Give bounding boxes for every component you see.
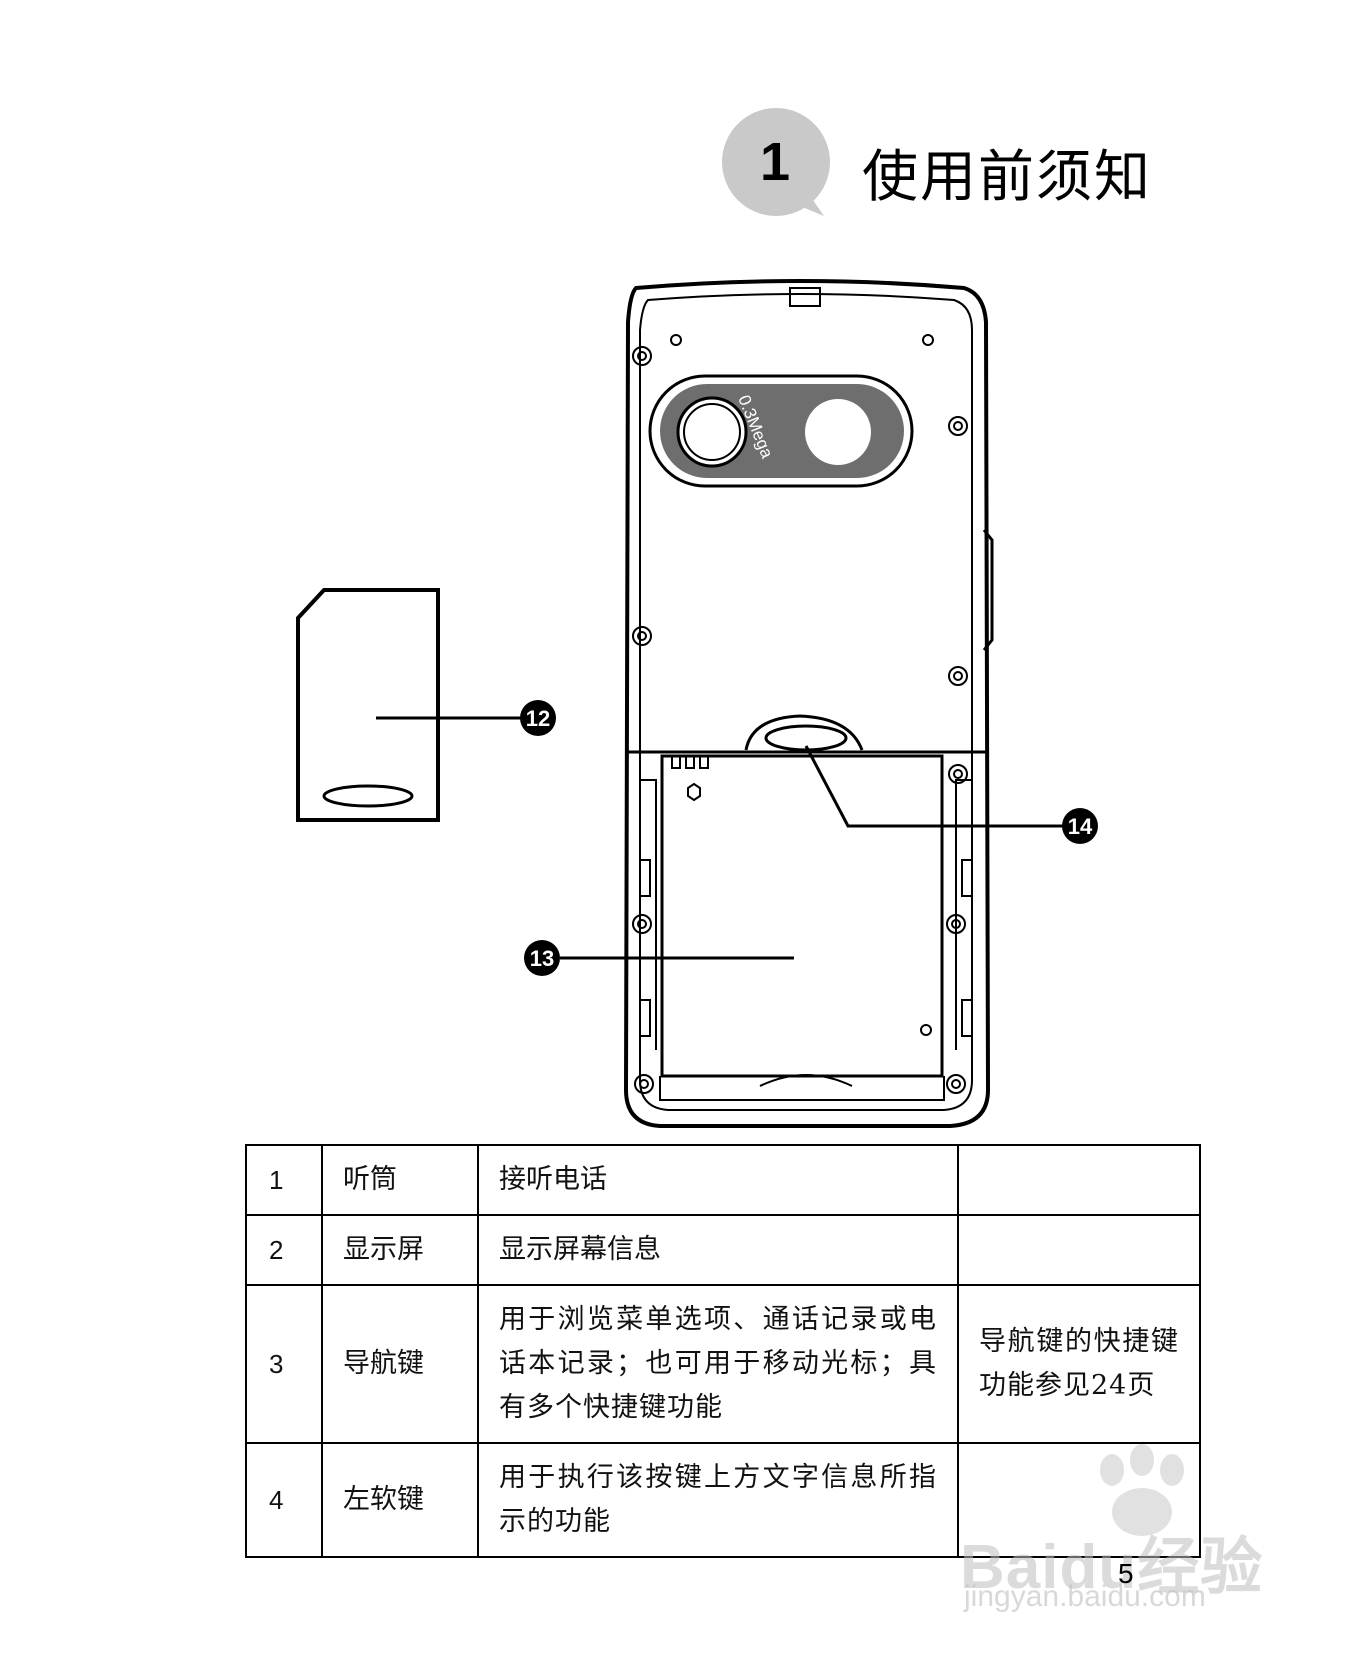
- svg-text:12: 12: [526, 706, 550, 731]
- table-row: 2 显示屏 显示屏幕信息: [245, 1214, 1201, 1286]
- table-row: 1 听筒 接听电话: [245, 1144, 1201, 1216]
- part-number: 1: [245, 1144, 323, 1216]
- chapter-number: 1: [759, 132, 791, 192]
- part-name: 显示屏: [321, 1214, 479, 1286]
- part-description: 用于浏览菜单选项、通话记录或电话本记录；也可用于移动光标；具有多个快捷键功能: [477, 1284, 959, 1444]
- part-description: 显示屏幕信息: [477, 1214, 959, 1286]
- callout-lines: [376, 716, 1064, 960]
- sim-card: [296, 588, 440, 822]
- callout-12: 12: [520, 700, 556, 736]
- phone-body: [623, 279, 994, 1128]
- chapter-title: 使用前须知: [862, 145, 1152, 210]
- part-number: 4: [245, 1442, 323, 1558]
- chapter-header: 1 使用前须知: [720, 106, 1280, 246]
- camera-label: 0.3Mega: [734, 392, 777, 461]
- part-number: 3: [245, 1284, 323, 1444]
- chapter-bubble-icon: [722, 108, 830, 216]
- part-note: 导航键的快捷键功能参见24页: [957, 1284, 1201, 1444]
- page-number: 5: [1118, 1558, 1134, 1589]
- part-note: [957, 1144, 1201, 1216]
- part-number: 2: [245, 1214, 323, 1286]
- part-note: [957, 1442, 1201, 1558]
- screws: [632, 334, 968, 1094]
- camera-module: 0.3Mega: [648, 374, 914, 488]
- part-name: 导航键: [321, 1284, 479, 1444]
- part-note: [957, 1214, 1201, 1286]
- parts-table: 1 听筒 接听电话 2 显示屏 显示屏幕信息 3 导航键 用于浏览菜单选项、通话…: [245, 1144, 1201, 1558]
- callout-13: 13: [524, 940, 560, 976]
- part-description: 接听电话: [477, 1144, 959, 1216]
- part-name: 听筒: [321, 1144, 479, 1216]
- table-row: 3 导航键 用于浏览菜单选项、通话记录或电话本记录；也可用于移动光标；具有多个快…: [245, 1284, 1201, 1444]
- svg-text:13: 13: [530, 946, 554, 971]
- watermark-url: jingyan.baidu.com: [964, 1580, 1206, 1613]
- battery-compartment: [628, 714, 986, 1101]
- part-name: 左软键: [321, 1442, 479, 1558]
- part-description: 用于执行该按键上方文字信息所指示的功能: [477, 1442, 959, 1558]
- callout-14: 14: [1062, 808, 1098, 844]
- table-row: 4 左软键 用于执行该按键上方文字信息所指示的功能: [245, 1442, 1201, 1558]
- svg-text:14: 14: [1068, 814, 1093, 839]
